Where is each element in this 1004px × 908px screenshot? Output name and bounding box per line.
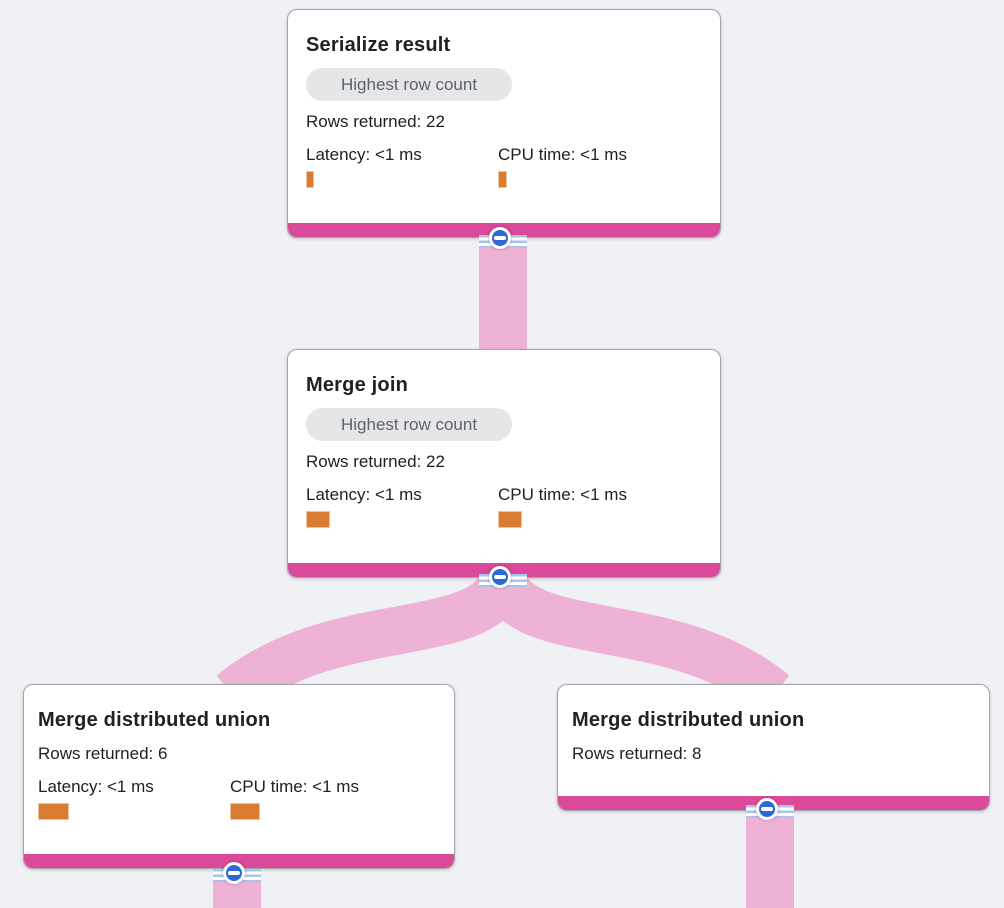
metrics-row: Latency: <1 ms CPU time: <1 ms	[306, 485, 702, 528]
cpu-time-label: CPU time: <1 ms	[230, 777, 359, 796]
collapse-button-merge-distributed-union-left[interactable]	[223, 862, 245, 884]
metrics-row: Latency: <1 ms CPU time: <1 ms	[306, 145, 702, 188]
minus-icon	[494, 575, 506, 579]
minus-icon	[494, 236, 506, 240]
plan-node-serialize-result[interactable]: Serialize result Highest row count Rows …	[287, 9, 721, 238]
cpu-time-label: CPU time: <1 ms	[498, 485, 627, 504]
node-title: Merge distributed union	[572, 709, 805, 731]
latency-metric: Latency: <1 ms	[38, 777, 230, 820]
minus-icon	[228, 871, 240, 875]
rows-returned-label: Rows returned: 8	[572, 744, 702, 763]
minus-icon	[761, 807, 773, 811]
latency-metric: Latency: <1 ms	[306, 485, 498, 528]
node-title: Merge distributed union	[38, 709, 271, 731]
latency-label: Latency: <1 ms	[306, 485, 422, 504]
collapse-button-merge-join[interactable]	[489, 566, 511, 588]
node-accent-bar	[24, 854, 454, 868]
collapse-button-merge-distributed-union-right[interactable]	[756, 798, 778, 820]
cpu-metric: CPU time: <1 ms	[498, 485, 702, 528]
latency-bar	[306, 171, 314, 188]
collapse-button-serialize-result[interactable]	[489, 227, 511, 249]
node-title: Serialize result	[306, 34, 451, 56]
rows-returned-label: Rows returned: 6	[38, 744, 168, 763]
cpu-time-label: CPU time: <1 ms	[498, 145, 627, 164]
highest-row-count-badge: Highest row count	[306, 68, 513, 101]
cpu-metric: CPU time: <1 ms	[230, 777, 440, 820]
cpu-time-bar	[498, 171, 507, 188]
latency-label: Latency: <1 ms	[306, 145, 422, 164]
node-title: Merge join	[306, 374, 409, 396]
latency-metric: Latency: <1 ms	[306, 145, 498, 188]
rows-returned-label: Rows returned: 22	[306, 112, 445, 131]
edge-merge-join-to-union-left	[216, 571, 526, 713]
latency-bar	[306, 511, 330, 528]
cpu-metric: CPU time: <1 ms	[498, 145, 702, 188]
cpu-time-bar	[498, 511, 522, 528]
plan-node-merge-distributed-union-left[interactable]: Merge distributed union Rows returned: 6…	[23, 684, 455, 869]
plan-node-merge-distributed-union-right[interactable]: Merge distributed union Rows returned: 8	[557, 684, 990, 811]
latency-label: Latency: <1 ms	[38, 777, 154, 796]
highest-row-count-badge: Highest row count	[306, 408, 513, 441]
cpu-time-bar	[230, 803, 260, 820]
metrics-row: Latency: <1 ms CPU time: <1 ms	[38, 777, 440, 820]
rows-returned-label: Rows returned: 22	[306, 452, 445, 471]
plan-node-merge-join[interactable]: Merge join Highest row count Rows return…	[287, 349, 721, 578]
edge-merge-join-to-union-right	[480, 571, 790, 713]
latency-bar	[38, 803, 69, 820]
